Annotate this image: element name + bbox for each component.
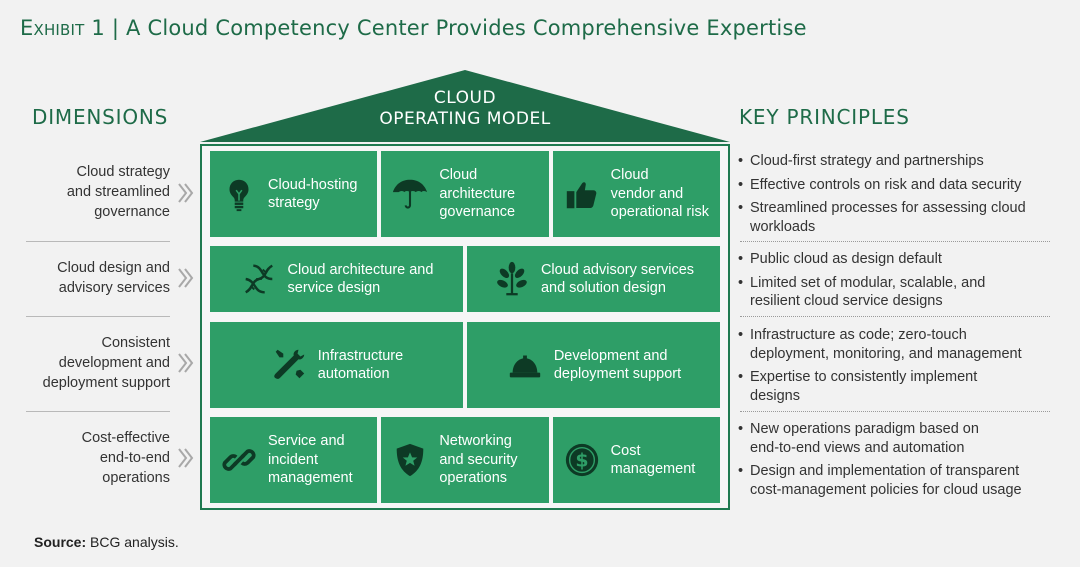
lightbulb-icon — [220, 175, 258, 213]
cell-label: Cost management — [610, 442, 696, 478]
house-roof — [200, 70, 730, 142]
dimension-design: Cloud design and advisory services — [57, 260, 170, 296]
house-cell: Infrastructure automation — [210, 322, 463, 408]
tools-icon — [270, 346, 308, 384]
principles-group-operations: New operations paradigm based on end-to-… — [738, 420, 1058, 504]
house-cell: $ Cost management — [552, 417, 720, 503]
house-cell: Development and deployment support — [467, 322, 720, 408]
cell-label: Infrastructure automation — [317, 347, 404, 383]
principles-group-design: Public cloud as design default Limited s… — [738, 250, 1058, 316]
house-cell: Service and incident management — [210, 417, 378, 503]
cell-label: Service and incident management — [268, 433, 353, 487]
dimension-operations: Cost-effective end-to-end operations — [81, 430, 170, 486]
roof-label-line2: OPERATING MODEL — [379, 109, 551, 129]
chain-link-icon — [220, 441, 258, 479]
shield-star-icon — [391, 441, 429, 479]
dimension-divider — [26, 316, 170, 317]
svg-text:$: $ — [575, 450, 588, 472]
house-cell: Cloud architecture governance — [381, 151, 549, 237]
house-cell: Cloud vendor and operational risk — [552, 151, 720, 237]
title-separator: | — [111, 16, 120, 40]
house-body: Cloud-hosting strategy Cloud architectur… — [200, 144, 730, 510]
dimensions-heading: DIMENSIONS — [32, 105, 169, 129]
dollar-coin-icon: $ — [563, 441, 601, 479]
house-row-design: Cloud architecture and service design Cl… — [210, 246, 720, 312]
principle-item: Effective controls on risk and data secu… — [738, 176, 1058, 195]
principles-divider — [740, 241, 1050, 242]
exhibit-number: Exhibit 1 — [20, 16, 105, 40]
principle-item: Design and implementation of transparent… — [738, 462, 1058, 499]
thumbs-up-icon — [563, 175, 601, 213]
dimension-divider — [26, 241, 170, 242]
principle-item: New operations paradigm based on end-to-… — [738, 420, 1058, 457]
principle-item: Infrastructure as code; zero-touch deplo… — [738, 326, 1058, 363]
cell-label: Cloud architecture and service design — [287, 261, 434, 297]
house-row-strategy: Cloud-hosting strategy Cloud architectur… — [210, 151, 720, 237]
principles-divider — [740, 411, 1050, 412]
cell-label: Networking and security operations — [439, 433, 518, 487]
principles-group-strategy: Cloud-first strategy and partnerships Ef… — [738, 152, 1058, 241]
hard-hat-icon — [506, 346, 544, 384]
roof-label-line1: CLOUD — [433, 88, 497, 108]
dna-icon — [240, 260, 278, 298]
house-cell: Cloud architecture and service design — [210, 246, 463, 312]
chevron-right-icon — [176, 446, 194, 470]
cell-label: Development and deployment support — [553, 347, 682, 383]
chevron-right-icon — [176, 266, 194, 290]
plant-icon — [493, 260, 531, 298]
cell-label: Cloud advisory services and solution des… — [540, 261, 695, 297]
dimension-strategy: Cloud strategy and streamlined governanc… — [66, 164, 170, 220]
principle-item: Public cloud as design default — [738, 250, 1058, 269]
title-text: A Cloud Competency Center Provides Compr… — [126, 16, 807, 40]
chevron-right-icon — [176, 351, 194, 375]
dimension-development: Consistent development and deployment su… — [42, 335, 170, 391]
source-text: BCG analysis. — [90, 534, 179, 550]
house-row-development: Infrastructure automation Development an… — [210, 322, 720, 408]
principle-item: Cloud-first strategy and partnerships — [738, 152, 1058, 171]
umbrella-icon — [391, 175, 429, 213]
principle-item: Streamlined processes for assessing clou… — [738, 199, 1058, 236]
principles-group-development: Infrastructure as code; zero-touch deplo… — [738, 326, 1058, 410]
cell-label: Cloud-hosting strategy — [268, 176, 358, 212]
dimension-divider — [26, 411, 170, 412]
key-principles-heading: KEY PRINCIPLES — [739, 105, 910, 129]
house-cell: Cloud advisory services and solution des… — [467, 246, 720, 312]
house-row-operations: Service and incident management Networki… — [210, 417, 720, 503]
principles-divider — [740, 316, 1050, 317]
roof-label: CLOUD OPERATING MODEL — [200, 88, 730, 130]
principle-item: Limited set of modular, scalable, and re… — [738, 274, 1058, 311]
cell-label: Cloud vendor and operational risk — [610, 167, 709, 221]
house-cell: Networking and security operations — [381, 417, 549, 503]
source-note: Source: BCG analysis. — [34, 534, 179, 550]
cell-label: Cloud architecture governance — [439, 167, 516, 221]
principle-item: Expertise to consistently implement desi… — [738, 368, 1058, 405]
source-label: Source: — [34, 534, 87, 550]
chevron-right-icon — [176, 181, 194, 205]
exhibit-title: Exhibit 1 | A Cloud Competency Center Pr… — [20, 16, 807, 40]
house-cell: Cloud-hosting strategy — [210, 151, 378, 237]
